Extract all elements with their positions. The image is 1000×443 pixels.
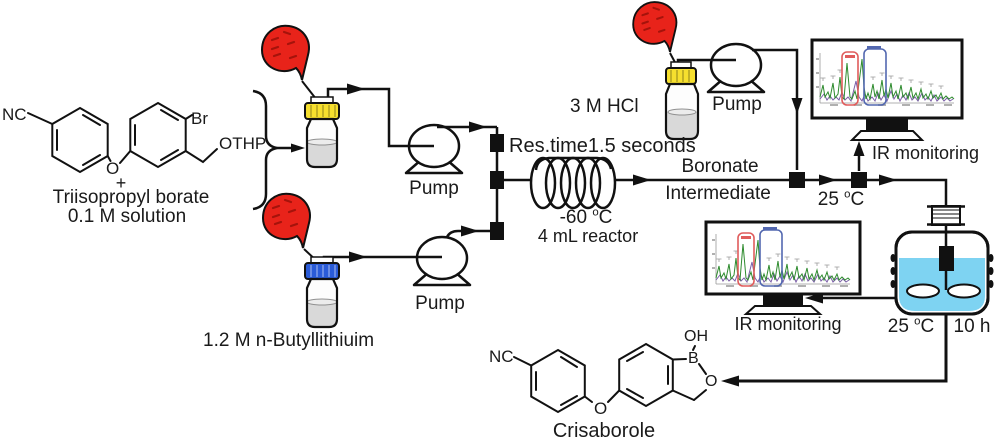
starting-material-structure <box>27 101 218 174</box>
intermediate-label-line1: Boronate <box>681 156 759 177</box>
product-o-bridge-label: O <box>594 399 608 418</box>
product-boron-label: B <box>688 350 699 367</box>
flow-arrowheads <box>347 83 897 387</box>
inert-gas-balloon-icon <box>260 24 311 82</box>
plus-sign: + <box>115 173 127 193</box>
coil-reactor-icon <box>529 156 617 210</box>
ir-monitoring-bottom-label: IR monitoring <box>734 314 842 334</box>
quench-temp-label: 25 oC <box>817 188 865 210</box>
hcl-label: 3 M HCl <box>570 96 639 117</box>
reagent-othp-label: OTHP <box>219 134 267 153</box>
reagent-o-bridge-label: O <box>106 159 120 178</box>
reagent-name-label: Triisopropyl borate <box>52 187 210 208</box>
product-oh-label: OH <box>684 328 708 345</box>
pump1-label: Pump <box>409 178 459 199</box>
combining-brace <box>252 89 305 211</box>
pump1-icon <box>404 123 464 175</box>
residence-time-label: Res.time1.5 seconds <box>509 135 696 157</box>
product-nc-label: NC <box>489 347 514 366</box>
reagent-concentration-label: 0.1 M solution <box>67 206 187 227</box>
inert-gas-balloon-icon <box>632 1 678 54</box>
batch-reactor-vessel <box>890 205 994 316</box>
product-o-ring-label: O <box>705 373 718 390</box>
product-structure <box>513 342 707 414</box>
nbuli-flask <box>261 192 340 329</box>
hcl-flask <box>632 1 700 141</box>
reagent-br-label: Br <box>191 109 208 128</box>
coil-volume-label: 4 mL reactor <box>537 226 639 246</box>
batch-time-label: 10 h <box>953 316 991 337</box>
ir-monitor-top <box>810 38 964 141</box>
pump3-label: Pump <box>712 94 762 115</box>
intermediate-label-line2: Intermediate <box>665 183 771 204</box>
coil-temp-label: -60 oC <box>559 206 613 228</box>
nbuli-label: 1.2 M n-Butyllithiuim <box>203 330 375 351</box>
batch-temp-label: 25 oC <box>887 315 935 337</box>
reagent-nc-label: NC <box>2 105 27 124</box>
ir-monitoring-top-label: IR monitoring <box>872 143 980 163</box>
product-name-label: Crisaborole <box>552 420 656 442</box>
pump2-icon <box>412 235 472 287</box>
ir-monitor-bottom <box>704 220 862 315</box>
pump2-label: Pump <box>415 293 465 314</box>
reagent-flask <box>260 24 340 169</box>
mixer-junctions <box>490 134 867 240</box>
inert-gas-balloon-icon <box>261 192 312 250</box>
